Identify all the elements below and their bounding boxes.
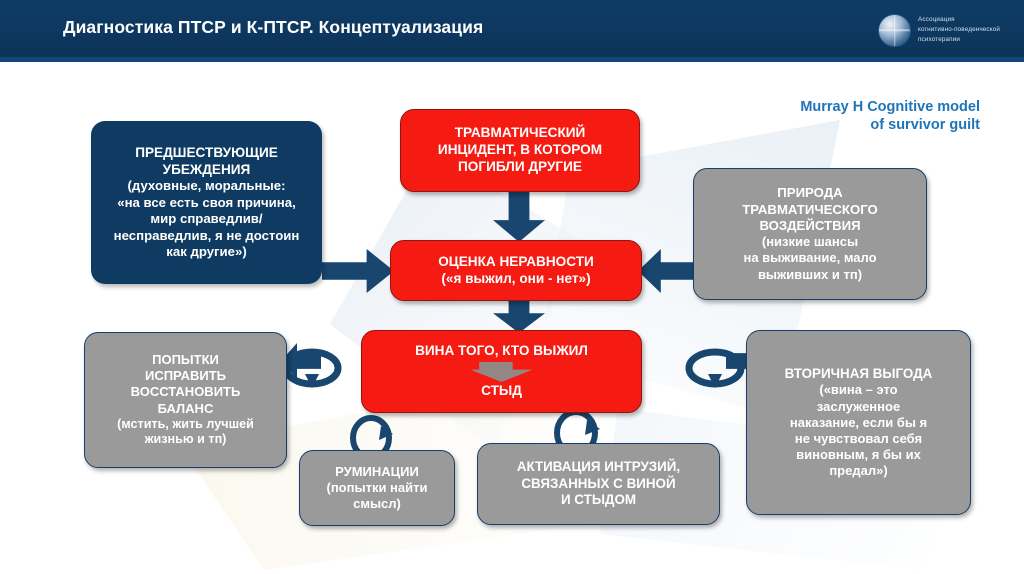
globe-icon	[878, 13, 911, 47]
box-title-line: АКТИВАЦИЯ ИНТРУЗИЙ,	[516, 459, 681, 475]
cycle-arrow-icon-right	[685, 348, 745, 388]
box-title-line: СТЫД	[481, 383, 522, 398]
box-sub-line: (духовные, моральные:	[127, 178, 286, 194]
header-underline	[0, 57, 1024, 62]
box-title-line: УБЕЖДЕНИЯ	[162, 161, 251, 177]
box-sub-line: («я выжил, они - нет»)	[441, 270, 591, 286]
page-title: Диагностика ПТСР и К-ПТСР. Концептуализа…	[63, 17, 484, 37]
box-title-line: ОЦЕНКА НЕРАВНОСТИ	[438, 253, 594, 269]
box-nature-of-trauma[interactable]: ПРИРОДА ТРАВМАТИЧЕСКОГО ВОЗДЕЙСТВИЯ (низ…	[693, 168, 927, 300]
logo-text: Ассоциация когнитивно-поведенческой псих…	[918, 15, 1000, 44]
box-sub-line: (низкие шансы	[761, 234, 859, 250]
box-title-line: ТРАВМАТИЧЕСКОГО	[742, 201, 878, 217]
box-title-line: РУМИНАЦИИ	[335, 463, 419, 479]
box-title-line: ВТОРИЧНАЯ ВЫГОДА	[784, 365, 933, 381]
logo-line-2: когнитивно-поведенческой	[918, 26, 1001, 34]
box-title-line: ПОПЫТКИ	[152, 352, 219, 368]
association-logo: Ассоциация когнитивно-поведенческой псих…	[878, 10, 1018, 50]
box-title-line: ПОГИБЛИ ДРУГИЕ	[458, 158, 582, 174]
box-guilt-shame-intrusions[interactable]: АКТИВАЦИЯ ИНТРУЗИЙ, СВЯЗАННЫХ С ВИНОЙ И …	[477, 443, 720, 525]
box-title-line: СВЯЗАННЫХ С ВИНОЙ	[521, 475, 676, 491]
arrow-down-inequality-to-guilt	[493, 299, 545, 333]
box-rumination[interactable]: РУМИНАЦИИ (попытки найти смысл)	[299, 450, 455, 526]
box-survivor-guilt-shame[interactable]: ВИНА ТОГО, КТО ВЫЖИЛ СТЫД	[361, 330, 642, 413]
caption-line-1: Murray H Cognitive model	[800, 99, 980, 115]
arrow-down-incident-to-inequality	[493, 190, 545, 242]
box-sub-line: «на все есть своя причина,	[117, 194, 296, 210]
box-title-line: ПРЕДШЕСТВУЮЩИЕ	[135, 144, 278, 160]
box-title-line: БАЛАНС	[157, 400, 214, 416]
logo-line-1: Ассоциация	[918, 16, 955, 24]
box-sub-line: несправедлив, я не достоин	[113, 227, 300, 243]
arrow-right-beliefs-to-inequality	[322, 249, 394, 293]
caption-line-2: of survivor guilt	[870, 117, 980, 134]
arrow-down-icon-inner	[470, 362, 533, 382]
box-traumatic-incident[interactable]: ТРАВМАТИЧЕСКИЙ ИНЦИДЕНТ, В КОТОРОМ ПОГИБ…	[400, 109, 640, 192]
box-sub-line: наказание, если бы я	[789, 414, 928, 430]
box-title-line: И СТЫДОМ	[560, 492, 637, 508]
box-sub-line: предал»)	[829, 463, 888, 479]
source-caption: Murray H Cognitive model of survivor gui…	[700, 98, 980, 134]
box-sub-line: заслуженное	[816, 398, 901, 414]
box-sub-line: как другие»)	[166, 243, 247, 259]
box-sub-line: виновным, я бы их	[796, 446, 921, 462]
box-title-line: ВИНА ТОГО, КТО ВЫЖИЛ	[415, 343, 588, 359]
box-title-line: ТРАВМАТИЧЕСКИЙ	[454, 125, 586, 141]
box-sub-line: выживших и тп)	[757, 266, 863, 282]
box-sub-line: (попытки найти	[326, 479, 428, 495]
box-title-line: ИСПРАВИТЬ	[144, 368, 226, 384]
box-antecedent-beliefs[interactable]: ПРЕДШЕСТВУЮЩИЕ УБЕЖДЕНИЯ (духовные, мора…	[91, 121, 322, 284]
box-secondary-gain[interactable]: ВТОРИЧНАЯ ВЫГОДА («вина – это заслуженно…	[746, 330, 971, 515]
box-sub-line: мир справедлив/	[150, 211, 263, 227]
cycle-arrow-icon-left	[282, 348, 342, 388]
box-sub-line: не чувствовал себя	[794, 430, 923, 446]
box-repair-attempts[interactable]: ПОПЫТКИ ИСПРАВИТЬ ВОССТАНОВИТЬ БАЛАНС (м…	[84, 332, 287, 468]
box-inequality-appraisal[interactable]: ОЦЕНКА НЕРАВНОСТИ («я выжил, они - нет»)	[390, 240, 642, 301]
box-sub-line: смысл)	[353, 496, 401, 512]
box-sub-line: (мстить, жить лучшей	[117, 416, 254, 431]
arrow-left-nature-to-inequality	[638, 249, 698, 293]
box-sub-line: жизнью и тп)	[144, 432, 227, 447]
box-sub-line: («вина – это	[819, 382, 898, 398]
box-sub-line: на выживание, мало	[743, 250, 877, 266]
box-title-line: ИНЦИДЕНТ, В КОТОРОМ	[437, 142, 603, 158]
box-title-line: ВОССТАНОВИТЬ	[130, 384, 241, 400]
logo-line-3: психотерапии	[918, 35, 961, 43]
box-title-line: ПРИРОДА	[777, 185, 843, 201]
slide-header-bar	[0, 0, 1024, 57]
box-title-line: ВОЗДЕЙСТВИЯ	[759, 218, 861, 234]
